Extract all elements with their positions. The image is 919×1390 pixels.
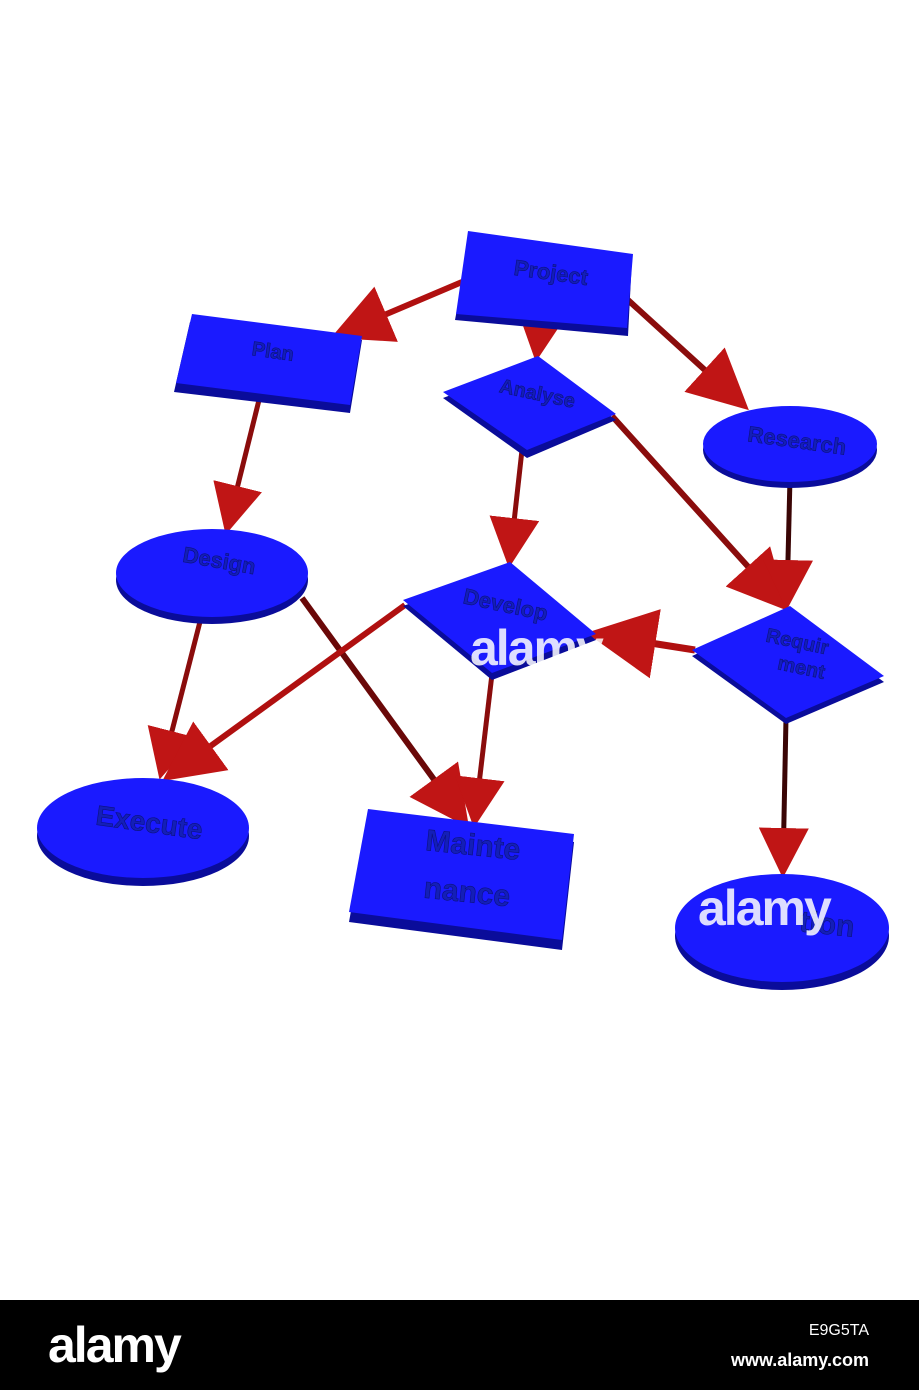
edges-group (147, 279, 813, 878)
flowchart-diagram: Project Plan Analyse Research Design Dev… (37, 231, 889, 990)
node-requirement: Requir ment (692, 606, 884, 724)
node-maintenance: Mainte nance (349, 809, 574, 950)
edge-project-plan (330, 279, 464, 342)
edge-design-execute (147, 609, 206, 780)
node-execute: Execute (37, 778, 249, 886)
node-research: Research (703, 406, 877, 488)
edge-plan-design (213, 395, 263, 535)
watermark-center: alamy (470, 620, 604, 676)
node-last: tion (675, 874, 889, 990)
edge-requirement-develop (586, 609, 696, 679)
node-analyse: Analyse (443, 356, 616, 458)
edge-requirement-last (758, 717, 809, 878)
flowchart-canvas: Project Plan Analyse Research Design Dev… (37, 231, 889, 990)
footer-logo: alamy (48, 1317, 182, 1373)
edge-develop-maintenance (454, 673, 505, 828)
edge-project-research (625, 297, 749, 411)
watermark-lower-right: alamy (698, 880, 832, 936)
node-last-label: tion (798, 905, 856, 944)
edge-research-requirement (762, 477, 813, 610)
footer-image-id: E9G5TA (808, 1322, 869, 1339)
edge-analyse-develop (489, 449, 540, 568)
footer-bar: alamy E9G5TA www.alamy.com (0, 1300, 919, 1390)
node-design: Design (116, 529, 308, 624)
node-project: Project (455, 231, 633, 336)
edge-design-maintenance (299, 596, 470, 828)
edge-analyse-requirement (609, 413, 789, 611)
node-plan: Plan (174, 314, 362, 413)
footer-url: www.alamy.com (730, 1350, 869, 1370)
node-develop: Develop (403, 562, 596, 680)
edge-develop-execute (162, 602, 407, 782)
